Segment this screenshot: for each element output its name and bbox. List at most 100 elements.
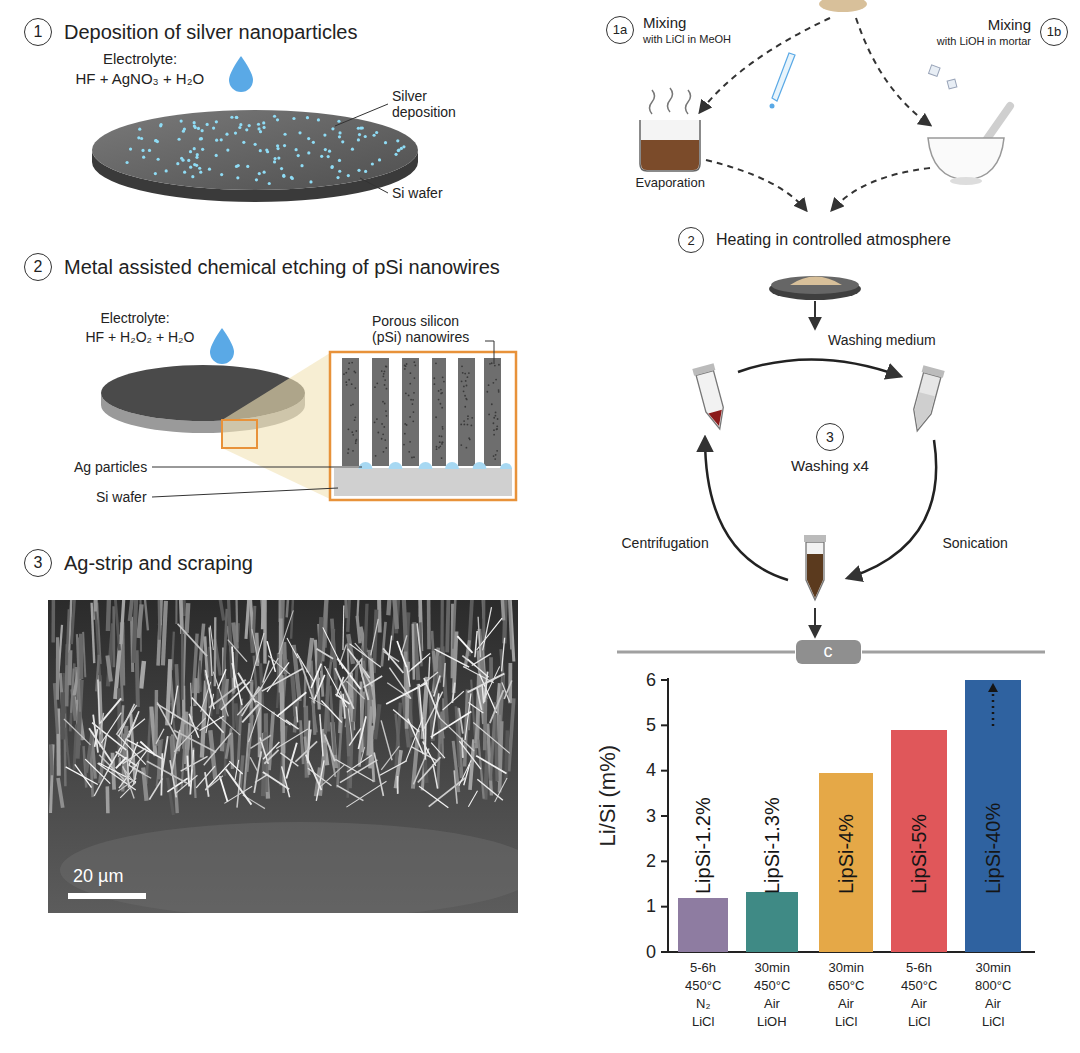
nanowire-strand (306, 755, 322, 790)
pore (460, 444, 462, 446)
pore (493, 417, 495, 419)
nanowire-strand (325, 666, 347, 707)
bar-label: LipSi-4% (836, 814, 856, 894)
pore (409, 441, 411, 443)
condition-label: LiCl (908, 1015, 930, 1030)
nanowire-strand (218, 669, 226, 689)
nanowire-strand (504, 681, 512, 700)
pore (469, 439, 471, 441)
silver-dots (312, 141, 315, 144)
pore (440, 389, 442, 391)
silver-dots (201, 129, 204, 132)
step2-illustration (152, 488, 338, 497)
pore (376, 418, 378, 420)
pore (461, 365, 463, 367)
nanowire-strand (101, 713, 121, 743)
silver-dots (215, 139, 218, 142)
silver-dots (154, 172, 157, 175)
nanowire-strand (291, 600, 293, 639)
silver-dots (200, 137, 203, 140)
nanowire-strand (477, 618, 503, 650)
pore (345, 372, 347, 374)
ag-particle (473, 462, 487, 469)
nanowire-strand (154, 690, 158, 746)
nanowire-strand (336, 677, 343, 696)
bar: LipSi-1.2% (678, 789, 728, 952)
nanowire-strand (397, 776, 399, 794)
bar-label: LipSi-1.2% (693, 797, 713, 894)
nanowire-strand (292, 675, 295, 716)
nanowire-strand (375, 704, 379, 739)
silver-dots (327, 155, 330, 158)
silver-dots (397, 149, 400, 152)
nanowire-strand (499, 600, 504, 620)
nanowire-strand (406, 718, 423, 761)
nanowire-strand (72, 600, 77, 644)
synthesis-illustration (950, 177, 982, 185)
nanowire-strand (220, 717, 241, 735)
silver-dots (291, 177, 294, 180)
nanowire-strand (108, 600, 111, 631)
nanowire-strand (167, 659, 170, 725)
silver-dots (309, 180, 312, 183)
nanowire-strand (114, 600, 119, 650)
silver-dots (338, 135, 341, 138)
silver-dots (372, 134, 375, 137)
nanowire-strand (371, 619, 379, 655)
step2-illustration (334, 468, 512, 496)
condition-label: Air (985, 997, 1001, 1012)
step-label: Evaporation (636, 176, 705, 191)
nanowire-strand (364, 676, 383, 687)
pore (403, 444, 405, 446)
pore (411, 457, 413, 459)
silver-dots (330, 166, 333, 169)
tube (804, 535, 826, 600)
silver-dots (206, 123, 209, 126)
tube (708, 410, 725, 428)
nanowire-strand (296, 707, 297, 723)
pore (438, 435, 440, 437)
nanowire-strand (86, 731, 92, 772)
pore (376, 382, 378, 384)
chart-frame (661, 815, 668, 817)
axis-tick: 2 (646, 851, 656, 872)
silver-dots (245, 128, 248, 131)
nanowire-strand (422, 712, 426, 760)
pore (386, 366, 388, 368)
synthesis-illustration (641, 140, 699, 170)
silver-dots (182, 130, 185, 133)
silver-dots (193, 124, 196, 127)
silver-dots (347, 174, 350, 177)
nanowire-strand (374, 752, 383, 795)
pore (408, 395, 410, 397)
pore (404, 433, 406, 435)
nanowire-strand (308, 720, 310, 763)
increase-arrow (965, 680, 1021, 732)
nanowire (484, 358, 501, 466)
silver-dots (396, 139, 399, 142)
pore (463, 420, 465, 422)
nanowire-strand (350, 644, 381, 668)
pore (413, 392, 415, 394)
pore (466, 447, 468, 449)
cycle-title: Washing x4 (791, 457, 869, 475)
pore (441, 435, 443, 437)
silver-dots (357, 138, 360, 141)
step-title: Heating in controlled atmosphere (716, 230, 951, 249)
silver-dots (234, 131, 237, 134)
nanowire-strand (256, 701, 290, 725)
pore (492, 382, 494, 384)
nanowire-strand (58, 778, 63, 808)
silver-dots (197, 127, 200, 130)
nanowire-strand (443, 646, 448, 726)
cycle-heading: 3Washing x4 (791, 423, 869, 475)
synthesis-illustration (705, 438, 788, 580)
pore (467, 418, 469, 420)
condition-label: 30min (755, 961, 790, 976)
pore (495, 415, 497, 417)
method-detail: with LiOH in mortar (937, 34, 1031, 48)
nanowire-strand (156, 729, 164, 744)
silver-dots (323, 134, 326, 137)
nanowire-strand (116, 705, 136, 734)
method-title: Mixing (937, 16, 1031, 34)
